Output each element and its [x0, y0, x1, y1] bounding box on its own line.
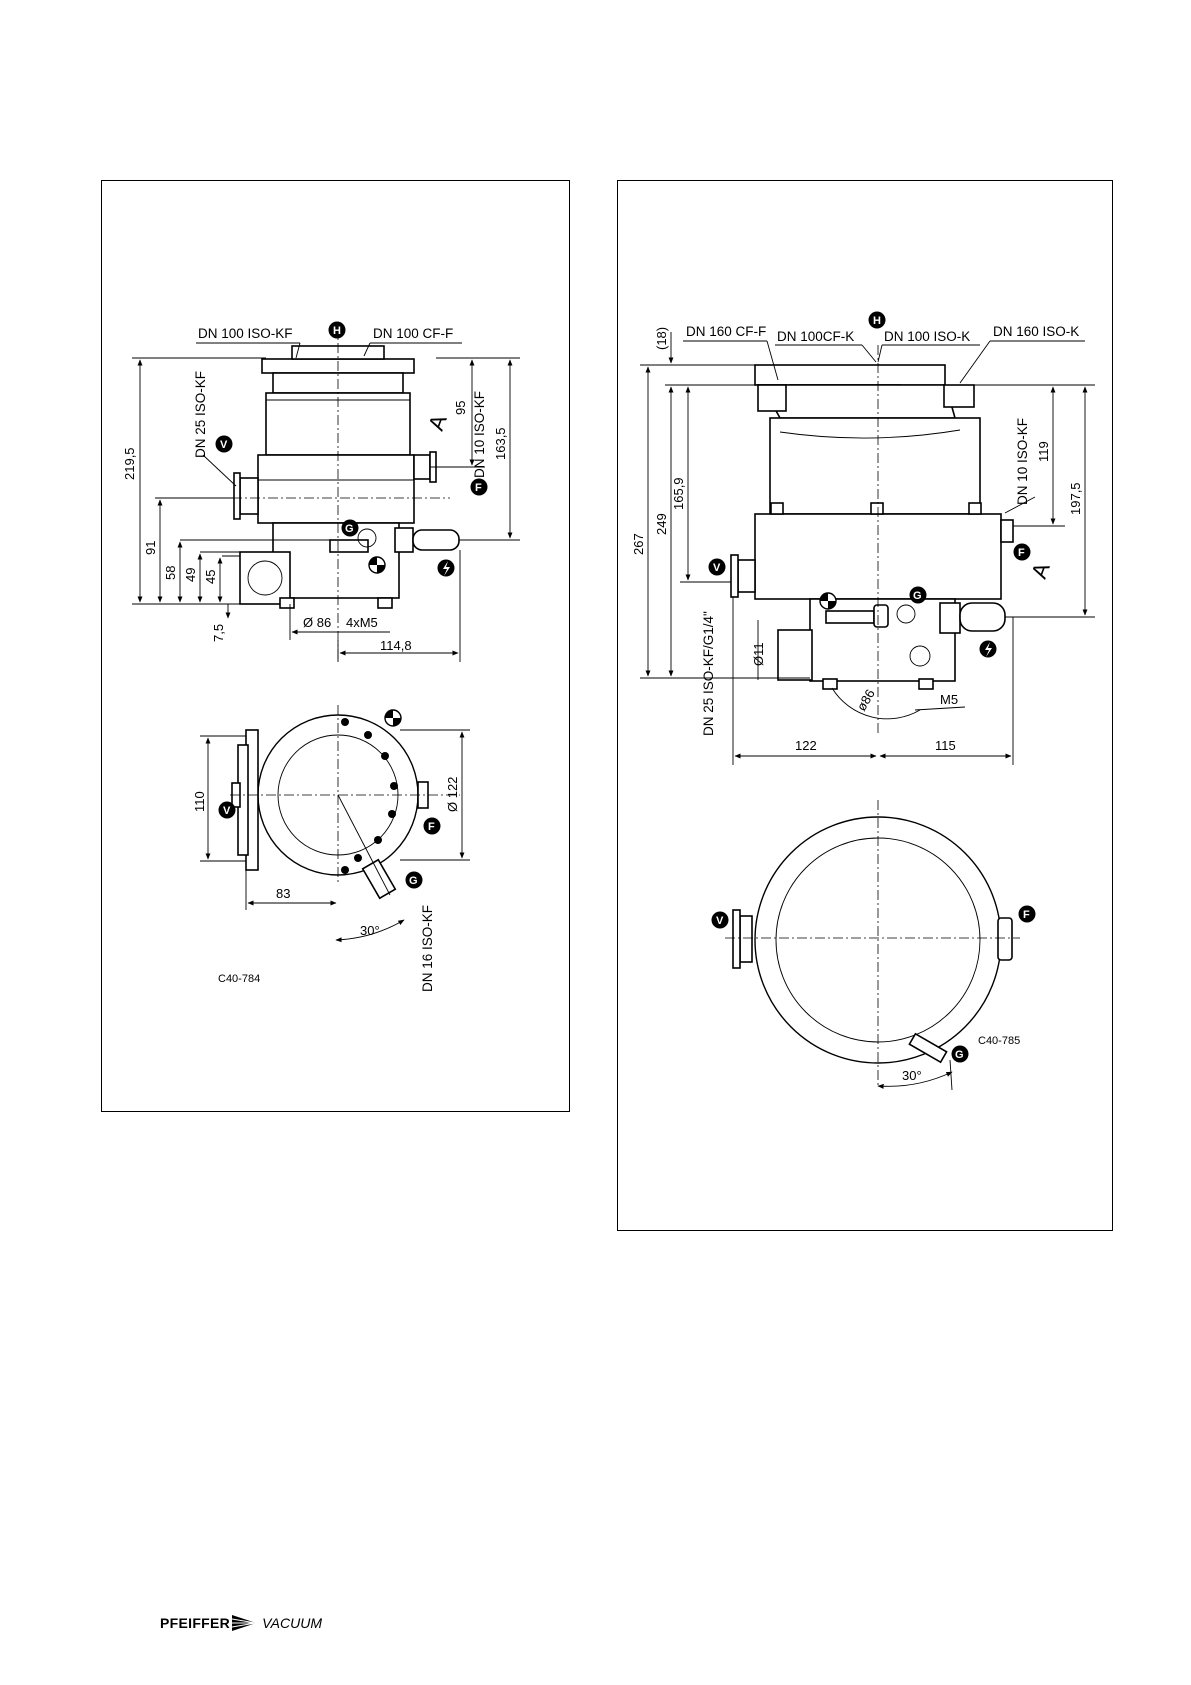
left-connector-box [239, 551, 291, 605]
dim-95: 95 [453, 401, 468, 415]
label-dn10-iso-kf-right: DN 10 ISO-KF [1015, 418, 1030, 505]
left-power-connector [412, 529, 460, 551]
label-dn100cf-k: DN 100CF-K [777, 329, 854, 344]
right-v-port [737, 559, 756, 593]
left-top-view: 110 83 Ø 122 30° DN 16 ISO-KF C40-784 [192, 705, 470, 992]
svg-text:F: F [1018, 547, 1025, 559]
dim-249: 249 [654, 513, 669, 535]
power-symbol-icon-right [979, 640, 997, 658]
brand-mark-icon [231, 1615, 257, 1631]
left-drive-housing [257, 454, 415, 524]
label-dn160-iso-k: DN 160 ISO-K [993, 324, 1079, 339]
right-flange-body [756, 384, 957, 419]
left-side-view: 219,5 91 58 49 45 7,5 95 163,5 Ø 86 4xM5… [122, 325, 520, 662]
dim-d11: Ø11 [751, 642, 766, 666]
label-dn25-iso-kf: DN 25 ISO-KF [193, 371, 208, 458]
dim-d86: Ø 86 [303, 615, 331, 630]
figure-code-left: C40-784 [218, 973, 260, 985]
view-a-right: A [1026, 559, 1055, 582]
left-v-port [239, 477, 259, 515]
svg-text:G: G [345, 523, 354, 535]
label-dn16-iso-kf: DN 16 ISO-KF [420, 905, 435, 992]
ground-symbol-icon-top [384, 709, 402, 727]
marker-f-left-top: F [423, 817, 441, 835]
marker-f-right: F [1013, 543, 1031, 561]
dim-83: 83 [276, 886, 290, 901]
dim-219-5: 219,5 [122, 447, 137, 480]
marker-g-right-top: G [951, 1045, 969, 1063]
dim-114-8: 114,8 [380, 638, 412, 653]
right-pump-body [769, 417, 981, 515]
figure-code-right: C40-785 [978, 1035, 1020, 1047]
right-power-connector [959, 602, 1006, 632]
dim-30-right: 30° [902, 1068, 922, 1083]
svg-text:V: V [220, 439, 228, 451]
pfeiffer-vacuum-logo: PFEIFFER VACUUM [160, 1615, 322, 1631]
svg-text:G: G [913, 590, 922, 602]
svg-text:H: H [333, 325, 341, 337]
label-dn100-cf-f: DN 100 CF-F [373, 326, 453, 341]
dim-49: 49 [183, 568, 198, 582]
dim-45: 45 [203, 570, 218, 584]
dim-d122: Ø 122 [445, 777, 460, 812]
svg-text:G: G [409, 875, 418, 887]
dim-58: 58 [163, 566, 178, 580]
right-top-view: 30° C40-785 [725, 800, 1020, 1091]
marker-f-right-top: F [1018, 905, 1036, 923]
right-f-port [1000, 519, 1014, 543]
right-side-view: (18) 267 249 165,9 119 197,5 Ø11 ø86 M5 … [631, 324, 1095, 765]
marker-v-right-top: V [711, 911, 729, 929]
dim-119: 119 [1036, 441, 1051, 462]
right-drawing-panel [617, 180, 1113, 1231]
dim-91: 91 [143, 541, 158, 555]
ground-symbol-icon [368, 556, 386, 574]
marker-g-right: G [909, 586, 927, 604]
label-dn10-iso-kf: DN 10 ISO-KF [472, 391, 487, 478]
left-f-port [413, 454, 431, 480]
svg-text:G: G [955, 1049, 964, 1061]
dim-115: 115 [935, 738, 956, 753]
label-dn100-iso-kf: DN 100 ISO-KF [198, 326, 293, 341]
dim-30-left: 30° [360, 923, 380, 938]
marker-f-left: F [470, 478, 488, 496]
dim-165-9: 165,9 [671, 477, 686, 510]
dim-m5-right: M5 [940, 692, 958, 707]
dim-7-5: 7,5 [211, 624, 226, 642]
svg-text:V: V [713, 562, 721, 574]
dim-197-5: 197,5 [1068, 482, 1083, 515]
marker-v-left-top: V [218, 801, 236, 819]
marker-v-right: V [708, 558, 726, 576]
ground-symbol-icon-right [819, 592, 837, 610]
dim-4xm5: 4xM5 [346, 615, 378, 630]
svg-text:V: V [716, 915, 724, 927]
dim-122: 122 [795, 738, 817, 753]
marker-g-left-top: G [405, 871, 423, 889]
svg-text:F: F [428, 821, 435, 833]
power-symbol-icon [437, 559, 455, 577]
label-dn160-cf-f: DN 160 CF-F [686, 324, 766, 339]
dim-d86-right: ø86 [854, 687, 878, 714]
label-dn25-iso-kf-g14: DN 25 ISO-KF/G1/4" [701, 611, 716, 736]
right-top-flange [754, 364, 946, 386]
label-dn100-iso-k: DN 100 ISO-K [884, 329, 970, 344]
dim-163-5: 163,5 [493, 427, 508, 460]
marker-h-left: H [328, 321, 346, 339]
svg-text:H: H [873, 315, 881, 327]
right-g-port [825, 610, 875, 624]
dim-267: 267 [631, 533, 646, 555]
view-a-left: A [423, 411, 452, 434]
marker-v-left: V [215, 435, 233, 453]
left-g-port [329, 539, 369, 553]
svg-text:F: F [475, 482, 482, 494]
dim-110: 110 [192, 791, 207, 812]
marker-g-left: G [341, 519, 359, 537]
svg-text:F: F [1023, 909, 1030, 921]
svg-text:V: V [223, 805, 231, 817]
dim-18: (18) [654, 327, 669, 350]
marker-h-right: H [868, 311, 886, 329]
